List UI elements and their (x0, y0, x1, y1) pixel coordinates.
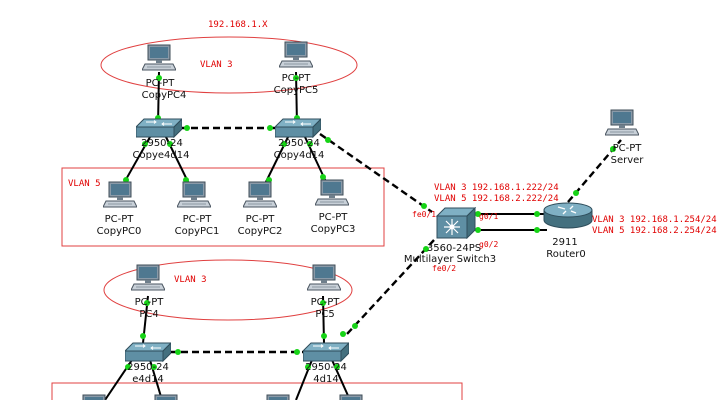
copye4d14-type-label: 2950-24 (141, 138, 183, 149)
copy4d14-name-label: Copy4d14 (274, 150, 325, 161)
pc-icon-pc5[interactable] (307, 264, 341, 291)
vlan3-bottom-ellipse (103, 259, 353, 321)
port-g0-2-label: g0/2 (479, 240, 498, 249)
4d14-name-label: 4d14 (313, 374, 338, 385)
pc-icon-bottom-3[interactable] (261, 394, 295, 405)
router-name-label: Router0 (546, 249, 586, 260)
4d14-type-label: 2950-24 (305, 362, 347, 373)
pc5-name-label: PC5 (315, 309, 334, 320)
copypc3-name-label: CopyPC3 (311, 224, 356, 235)
e4d14-name-label: e4d14 (132, 374, 164, 385)
copypc3-type-label: PC-PT (319, 212, 349, 223)
multilayer-switch-icon[interactable] (436, 207, 476, 239)
vlan3-bottom-label: VLAN 3 (174, 275, 207, 285)
vlan5-bottom-box (51, 382, 463, 405)
pc4-type-label: PC-PT (135, 297, 165, 308)
copypc2-type-label: PC-PT (246, 214, 276, 225)
server-type-label: PC-PT (613, 143, 643, 154)
copypc5-type-label: PC-PT (282, 73, 312, 84)
pc4-name-label: PC4 (139, 309, 158, 320)
router-vlan5-ip-label: VLAN 5 192.168.2.254/24 (592, 226, 717, 236)
vlan3-top-ellipse (100, 36, 358, 94)
router-vlan3-ip-label: VLAN 3 192.168.1.254/24 (592, 215, 717, 225)
router-icon[interactable] (543, 202, 593, 229)
pc-icon-copypc2[interactable] (243, 181, 277, 208)
copypc2-name-label: CopyPC2 (238, 226, 283, 237)
copye4d14-name-label: Copye4d14 (133, 150, 190, 161)
ml-vlan5-ip-label: VLAN 5 192.168.2.222/24 (434, 194, 559, 204)
vlan5-mid-label: VLAN 5 (68, 179, 101, 189)
mlswitch-name-label: Multilayer Switch3 (404, 254, 496, 265)
copypc1-type-label: PC-PT (183, 214, 213, 225)
pc-icon-bottom-2[interactable] (149, 394, 183, 405)
port-fe0-1-label: fe0/1 (412, 210, 436, 219)
router-type-label: 2911 (552, 237, 577, 248)
pc-icon-server[interactable] (605, 109, 639, 136)
pc-icon-copypc1[interactable] (177, 181, 211, 208)
copypc4-name-label: CopyPC4 (142, 90, 187, 101)
pc5-type-label: PC-PT (311, 297, 341, 308)
switch-icon-copy4d14[interactable] (275, 118, 321, 138)
mlswitch-type-label: 3560-24PS (427, 243, 481, 254)
pc-icon-copypc3[interactable] (315, 179, 349, 206)
pc-icon-copypc4[interactable] (142, 44, 176, 71)
pc-icon-copypc5[interactable] (279, 41, 313, 68)
switch-icon-e4d14[interactable] (125, 342, 171, 362)
copypc5-name-label: CopyPC5 (274, 85, 319, 96)
pc-icon-copypc0[interactable] (103, 181, 137, 208)
port-g0-1-label: g0/1 (479, 212, 498, 221)
switch-icon-4d14[interactable] (303, 342, 349, 362)
vlan5-middle-box (61, 167, 385, 247)
e4d14-type-label: 2950-24 (127, 362, 169, 373)
link-copy4d14-mlswitch (319, 133, 433, 213)
pc-icon-pc4[interactable] (131, 264, 165, 291)
switch-icon-copye4d14[interactable] (136, 118, 182, 138)
port-fe0-2-label: fe0/2 (432, 264, 456, 273)
copypc0-name-label: CopyPC0 (97, 226, 142, 237)
server-name-label: Server (611, 155, 645, 166)
pc-icon-bottom-4[interactable] (334, 394, 368, 405)
top-subnet-label: 192.168.1.X (208, 20, 268, 30)
vlan3-top-label: VLAN 3 (200, 60, 233, 70)
copypc4-type-label: PC-PT (146, 78, 176, 89)
copy4d14-type-label: 2950-24 (278, 138, 320, 149)
copypc1-name-label: CopyPC1 (175, 226, 220, 237)
copypc0-type-label: PC-PT (105, 214, 135, 225)
ml-vlan3-ip-label: VLAN 3 192.168.1.222/24 (434, 183, 559, 193)
